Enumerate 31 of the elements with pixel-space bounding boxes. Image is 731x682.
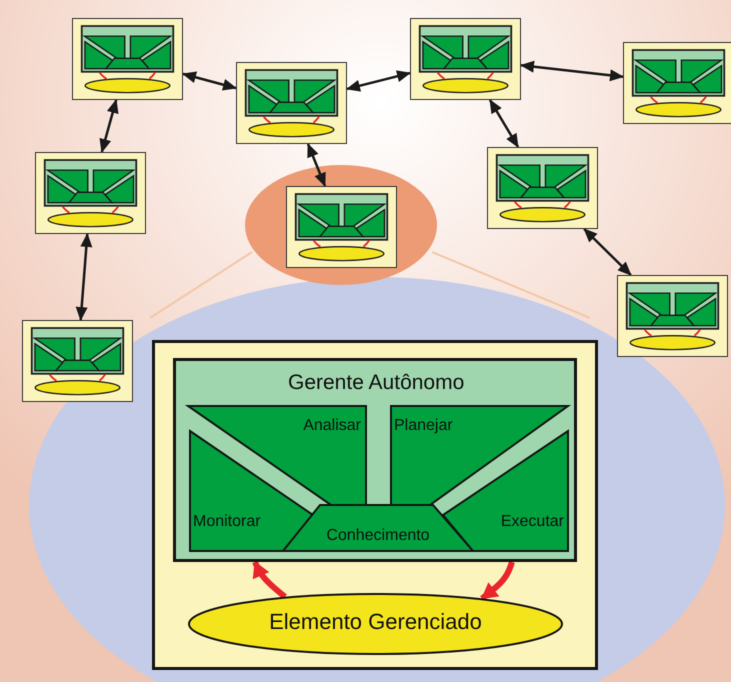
manager-box [173,358,577,562]
function-label: Analisar [303,417,361,435]
function-panel [391,406,568,505]
function-label: Conhecimento [325,527,431,545]
autonomic-element-icon [487,147,598,229]
function-label: Monitorar [193,513,261,531]
arrow [346,70,411,92]
autonomic-element-icon [72,18,183,100]
arrow [306,143,326,187]
autonomic-element-icon [410,18,521,100]
arrow [480,561,515,601]
autonomic-element-icon [623,42,731,124]
function-panel [283,505,473,551]
manager-title: Gerente Autônomo [288,371,464,394]
managed-element-label: Elemento Gerenciado [268,610,483,634]
arrow [488,99,520,148]
function-label: Executar [500,513,564,531]
function-panel [190,431,313,551]
arrow [520,60,624,82]
arrow [100,99,118,153]
arrow [583,228,632,276]
arrow [252,560,287,600]
autonomic-element-icon [236,62,347,144]
autonomic-element-icon [35,152,146,234]
managed-element-ellipse [188,593,563,655]
arrow [182,71,237,91]
autonomic-element-icon [617,275,728,357]
autonomic-element-icon [22,320,133,402]
autonomic-element-icon [286,186,397,268]
function-label: Planejar [394,417,453,435]
arrow [76,233,92,321]
